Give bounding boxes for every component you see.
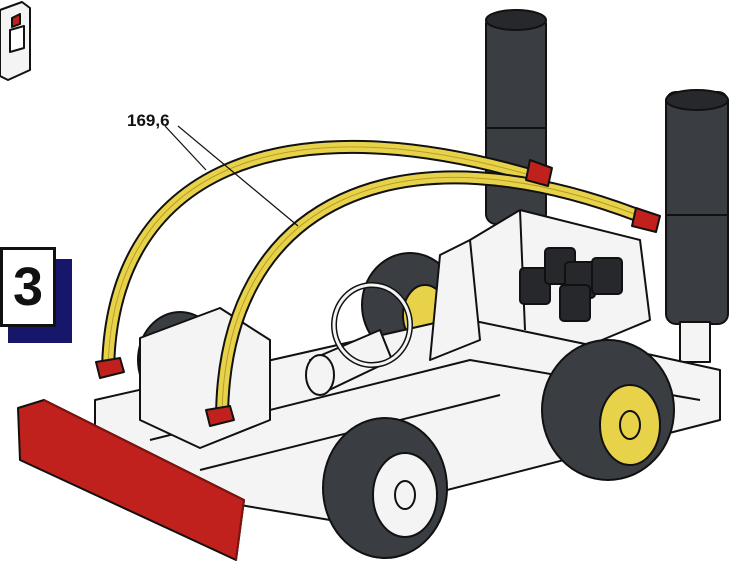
step-number: 3 <box>12 257 44 317</box>
peg-cluster <box>519 247 623 322</box>
steering-assembly <box>305 282 413 396</box>
front-left-wheel <box>322 417 448 559</box>
yellow-arch-right <box>215 170 653 421</box>
callout-leaders <box>164 125 299 227</box>
right-counterweight-post <box>665 89 729 363</box>
building-block-icon <box>0 1 31 81</box>
length-callout-label: 169,6 <box>127 111 170 130</box>
step-number-badge: 3 <box>0 239 72 343</box>
front-right-wheel <box>541 339 675 481</box>
yellow-arch-left <box>101 139 543 373</box>
red-clips <box>95 159 661 427</box>
badge-face: 3 <box>0 247 56 327</box>
